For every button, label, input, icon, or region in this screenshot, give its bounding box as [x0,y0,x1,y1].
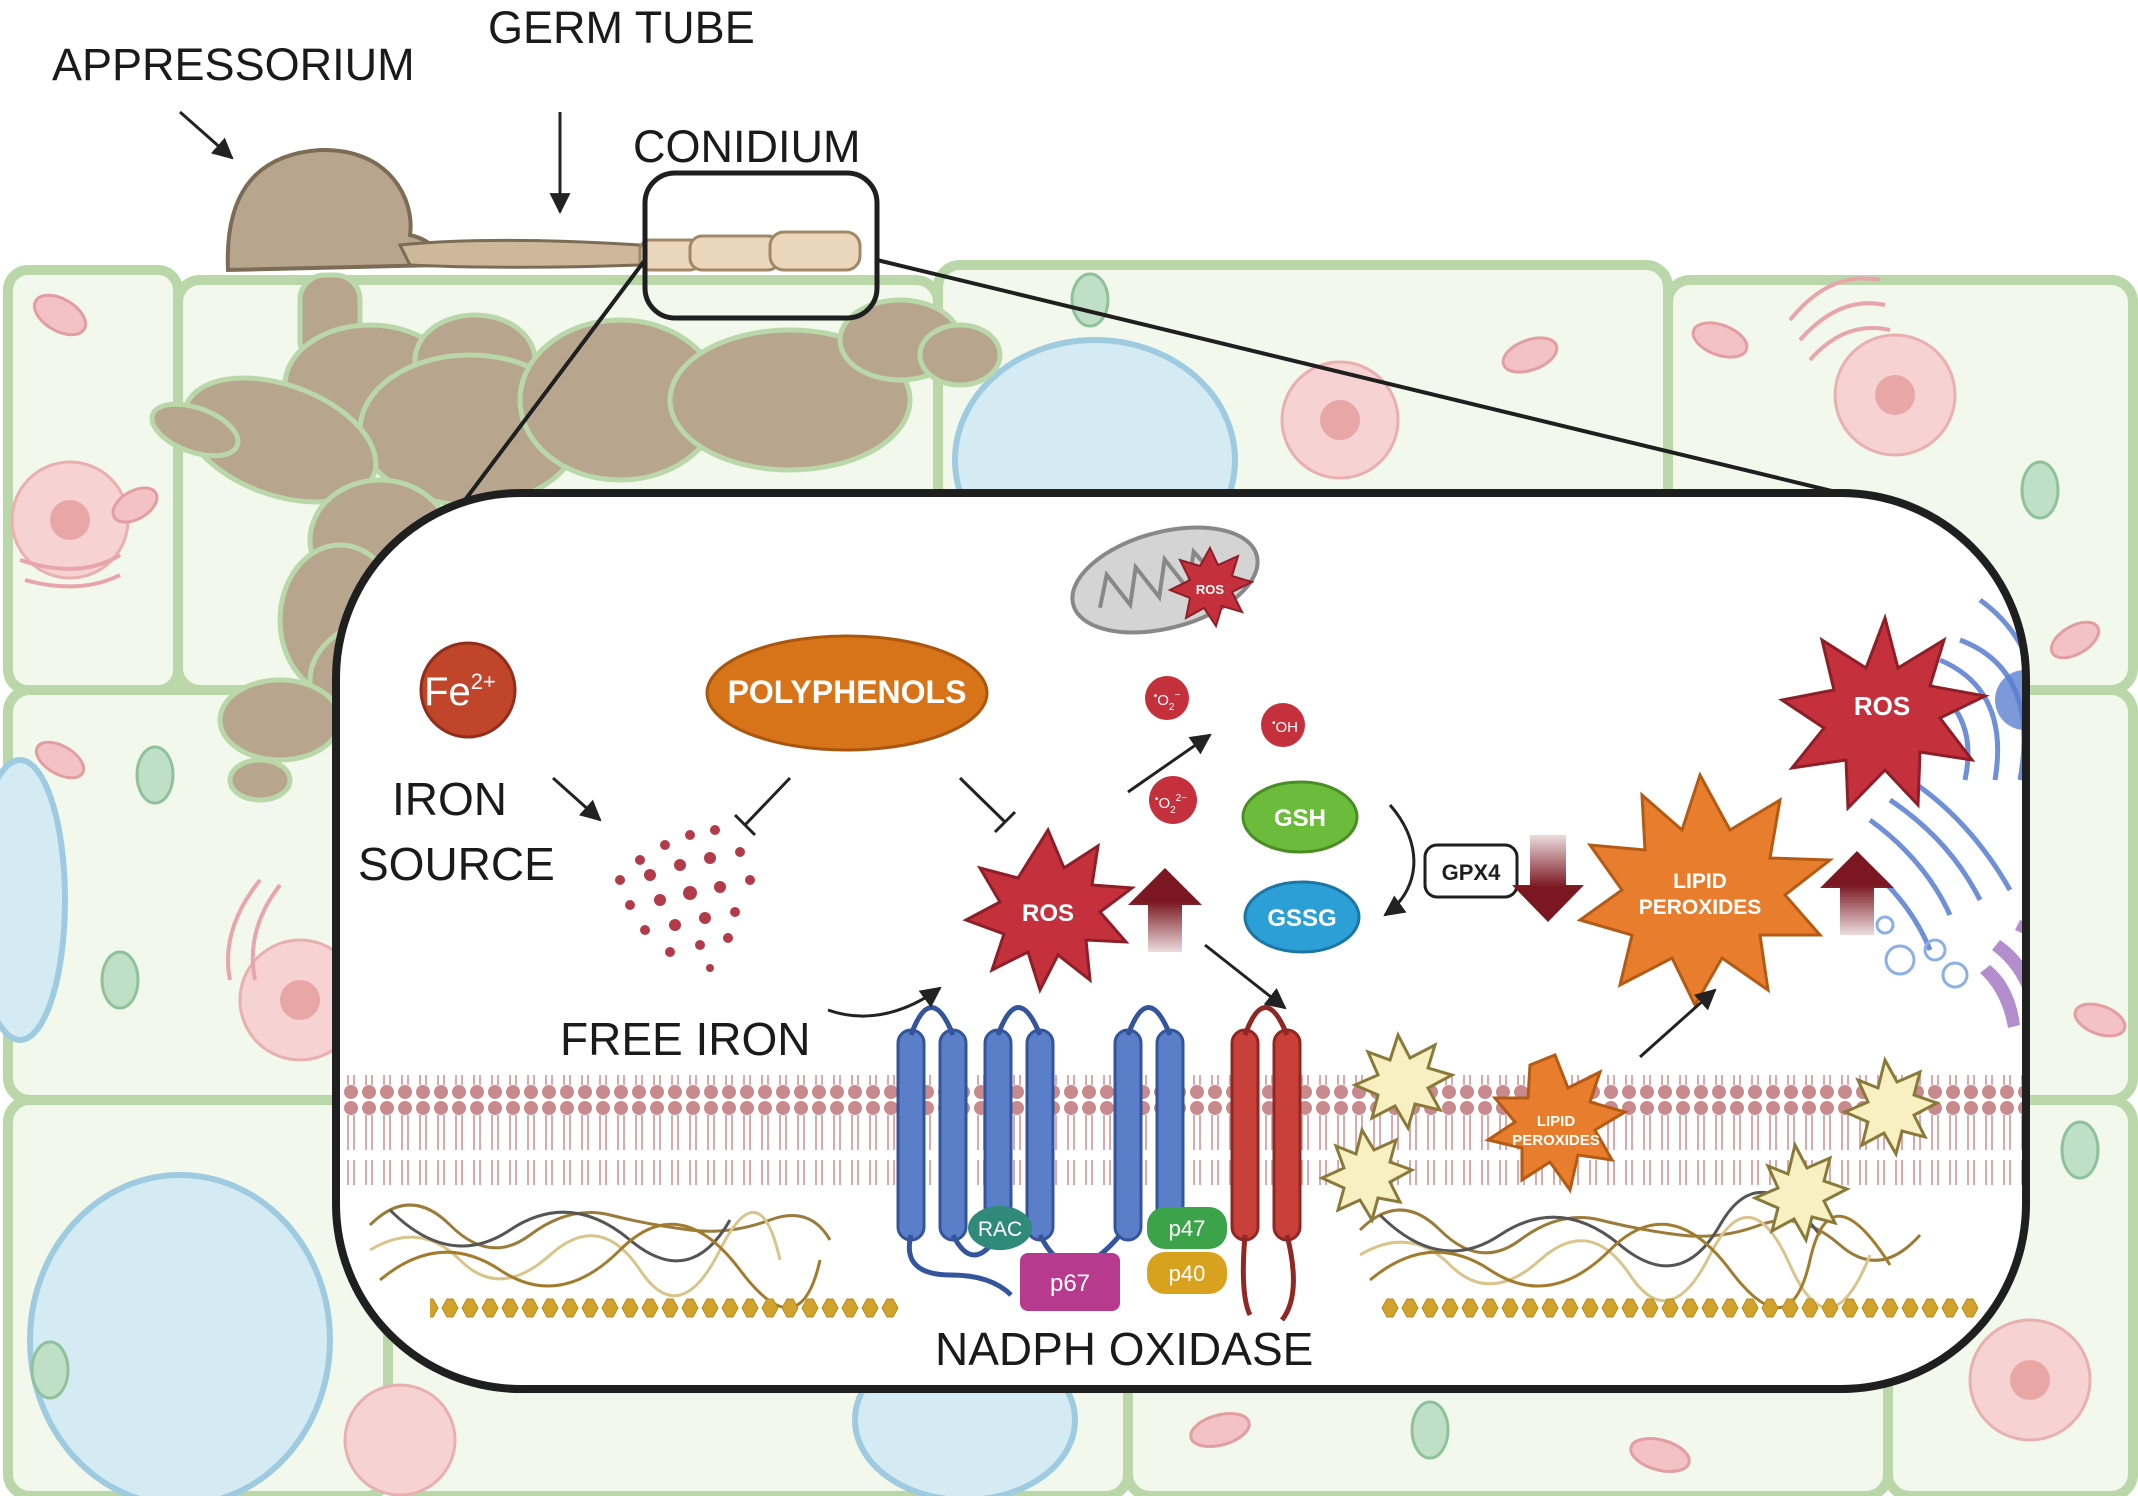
mitochondrion-icon [111,486,159,524]
gpx4-node: GPX4 [1423,843,1519,899]
p40-subunit: p40 [1147,1252,1227,1294]
cytoskeleton [368,1190,1922,1310]
chloroplast-icon [1070,272,1110,328]
p40-label: p40 [1169,1261,1206,1286]
mitochondrion-icon [34,740,86,780]
ros-mito-label: ROS [1196,582,1225,597]
polyphenols-label: POLYPHENOLS [728,674,967,710]
nadph-oxidase-complex: RAC p67 p47 p40 [896,1005,1302,1322]
actin-filament [430,1296,900,1320]
vacuole-icon [0,757,68,1043]
gpx4-label: GPX4 [1442,860,1501,885]
rac-subunit: RAC [968,1206,1032,1250]
nucleus-icon [238,938,362,1062]
mitochondrion-icon [1501,336,1559,374]
chloroplast-icon [135,745,175,805]
conidium-label: CONIDIUM [633,121,860,172]
vacuole-icon [27,1172,333,1496]
chloroplast-icon [30,1340,70,1400]
chloroplast-icon [2060,1120,2100,1180]
superoxide-2-label: •O22− [1155,793,1187,816]
nucleus-icon [343,1383,457,1496]
nadph-oxidase-label: NADPH OXIDASE [935,1323,1313,1375]
nucleus-icon [1833,333,1957,457]
mitochondrion-icon [32,293,88,337]
ros-burst-right: ROS [1778,613,1990,812]
chloroplast-icon [100,950,140,1010]
conidium-zoom-box [642,170,880,321]
fe2-label: Fe2+ [424,669,496,714]
membrane-damage-bursts [1318,1031,1941,1244]
p47-label: p47 [1169,1216,1206,1241]
ros-center-label: ROS [1022,900,1074,927]
polyphenols-node: POLYPHENOLS [705,634,989,752]
superoxide-radical-1: •O2− [1145,676,1189,720]
actin-filament [1380,1296,1980,1320]
chloroplast-icon [1410,1400,1450,1460]
mitochondrion-icon [1189,1412,1251,1448]
appressorium-label: APPRESSORIUM [52,39,415,90]
zoom-line [876,258,1841,495]
mitochondrion-icon [2073,1002,2127,1038]
nucleus-icon [1280,360,1400,480]
lipid-peroxides-up-arrow [1820,851,1894,935]
cell-inset: RAC p67 p47 p40 Fe2+ [332,489,2030,1393]
ros-burst-mito: ROS [1167,545,1255,629]
fe2-ion: Fe2+ [419,641,517,739]
germ-tube [397,238,642,269]
hydroxyl-label: •OH [1272,718,1298,736]
mitochondrion-icon [1691,321,1749,359]
ros-right-label: ROS [1854,691,1910,721]
germ-tube-label: GERM TUBE [488,2,755,53]
gpx4-down-arrow [1512,835,1584,922]
p67-subunit: p67 [1020,1253,1120,1311]
golgi-icon [19,276,1891,981]
inhibition-arrows [733,776,1017,837]
appressorium-arrow [179,110,234,160]
ros-up-arrow [1128,868,1202,952]
conidium-shape [638,230,862,272]
mitochondrion-icon [2049,620,2101,660]
p47-subunit: p47 [1147,1207,1227,1249]
nucleus-icon [1968,1318,2092,1442]
chloroplast-icon [2020,460,2060,520]
p67-label: p67 [1050,1270,1090,1297]
free-iron-label: FREE IRON [560,1013,810,1065]
free-iron-particles [615,825,755,972]
gssg-label: GSSG [1267,905,1336,932]
gsh-label: GSH [1274,805,1326,832]
rac-label: RAC [978,1218,1022,1241]
activation-arrows [552,733,1717,1059]
superoxide-radical-2: •O22− [1149,776,1197,824]
gssg-node: GSSG [1243,880,1361,954]
ros-burst-center: ROS [962,826,1137,994]
mitochondrion-icon [1629,1437,1691,1473]
gsh-to-gssg-arrow [1383,804,1416,917]
superoxide-1-label: •O2− [1154,690,1181,713]
gsh-node: GSH [1241,780,1359,854]
hydroxyl-radical: •OH [1261,703,1305,747]
